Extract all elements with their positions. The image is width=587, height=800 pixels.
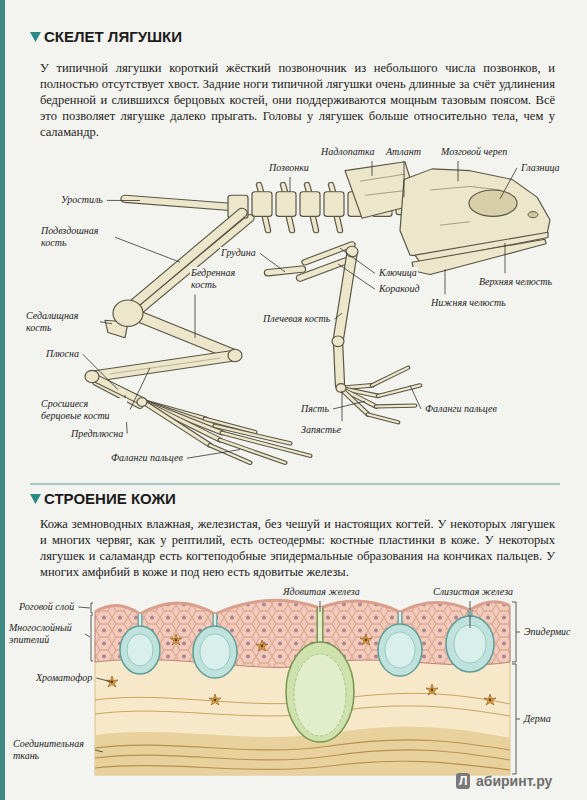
leader-line [333, 401, 365, 409]
leader-line [340, 248, 375, 273]
leader-line [338, 264, 375, 289]
leader-line [107, 200, 140, 201]
leader-line [187, 450, 240, 459]
part-label: Дерма [523, 713, 552, 725]
part-label: Соединительная ткань [12, 738, 92, 762]
leader-line [95, 750, 103, 752]
part-label: Фаланги пальцев [110, 452, 184, 464]
leader-line [470, 601, 471, 628]
leader-line [445, 269, 446, 294]
heading-marker [30, 32, 41, 42]
part-label: Бедренная кость [190, 267, 250, 291]
chromatophores [106, 634, 496, 705]
page-edge [0, 0, 5, 800]
poison-gland [286, 607, 354, 742]
leader-line [96, 678, 112, 682]
leader-line [85, 634, 90, 637]
part-label: Уростиль [60, 194, 104, 206]
leader-line [505, 243, 506, 273]
leader-line [195, 294, 196, 337]
leader-line [83, 354, 118, 389]
part-label: Предплюсна [70, 428, 124, 440]
part-label: Эпидермис [523, 626, 572, 638]
part-label: Надлопатка [320, 146, 375, 158]
part-label: Ядовитая железа [282, 586, 361, 598]
part-label: Верхняя челюсть [478, 276, 553, 288]
part-label: Плюсна [45, 348, 80, 360]
part-label: Пясть [300, 403, 330, 415]
leader-line [100, 322, 112, 324]
section-heading: СКЕЛЕТ ЛЯГУШКИ [44, 28, 182, 46]
part-label: Грудина [220, 247, 257, 259]
part-label: Запястье [300, 424, 342, 436]
leader-line [410, 385, 421, 409]
leader-line [115, 237, 180, 262]
part-label: Хроматофор [35, 672, 93, 684]
leader-line [342, 391, 343, 421]
leader-line [320, 601, 321, 612]
body-text: У типичной лягушки короткий жёсткий позв… [40, 60, 555, 140]
watermark: абиринт.ру [476, 772, 552, 790]
leader-line [130, 368, 150, 410]
part-label: Плечевая кость [262, 313, 331, 325]
skin-section-illustration [91, 600, 520, 775]
part-label: Многослойный эпителий [8, 622, 82, 646]
section-heading: СТРОЕНИЕ КОЖИ [44, 490, 176, 508]
part-label: Роговой слой [18, 601, 75, 613]
frog-skeleton [85, 162, 550, 463]
part-label: Глазница [520, 162, 561, 174]
leader-line [500, 168, 517, 199]
leader-line [78, 607, 90, 608]
part-label: Слизистая железа [432, 586, 514, 598]
part-label: Позвонки [268, 162, 310, 174]
part-label: Коракоид [378, 283, 421, 295]
part-label: Фаланги пальцев [424, 403, 498, 415]
part-label: Нижняя челюсть [430, 297, 507, 309]
layer-brackets [91, 602, 520, 774]
leader-line [458, 161, 459, 181]
part-label: Подвздошная кость [40, 225, 112, 249]
leader-line [260, 253, 285, 272]
part-label: Седалищная кость [25, 310, 97, 334]
part-label: Сросшиеся берцовые кости [40, 398, 127, 422]
section-divider [30, 484, 560, 485]
part-label: Ключица [378, 267, 418, 279]
watermark-logo: Л [456, 773, 470, 789]
leader-line [372, 161, 373, 176]
body-text: Кожа земноводных влажная, железистая, бе… [40, 516, 555, 580]
leader-line [334, 313, 342, 319]
part-label: Мозговой череп [440, 146, 508, 158]
leader-line [290, 177, 291, 192]
leader-line [404, 161, 405, 197]
part-label: Атлант [385, 146, 422, 158]
hand-bones [336, 368, 420, 423]
heading-marker [30, 494, 41, 504]
